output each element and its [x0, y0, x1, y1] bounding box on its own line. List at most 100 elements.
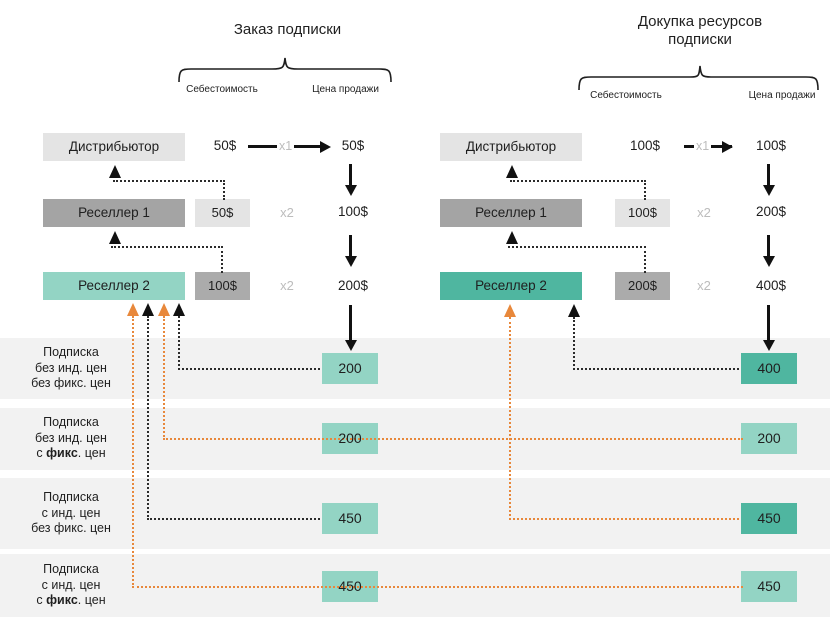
- order-row2-line-h-overlay: [163, 438, 743, 440]
- addon-arrow-2-shaft: [767, 235, 770, 257]
- order-price-2: 100$: [337, 204, 369, 219]
- addon-base-cost: 100$: [629, 138, 661, 153]
- addon-row1-line-h: [573, 368, 743, 370]
- order-feedback-line-2h: [111, 246, 223, 248]
- addon-row2-value: 200: [741, 423, 797, 454]
- addon-feedback-arrow-2-icon: [506, 231, 518, 244]
- order-arrow-1-shaft: [349, 164, 352, 186]
- order-feedback-arrow-1-icon: [109, 165, 121, 178]
- order-row2-value: 200: [338, 430, 362, 446]
- row-label-1-line2: без инд. цен: [35, 360, 107, 375]
- order-price-1: 50$: [341, 138, 365, 153]
- addon-section-title-line2: подписки: [668, 31, 732, 48]
- row-label-2: Подписка без инд. цен с фикс. цен: [0, 415, 142, 462]
- order-arrow-3-shaft: [349, 305, 352, 341]
- row-label-1-line1: Подписка: [43, 345, 99, 359]
- addon-feedback-line-1v: [644, 180, 646, 200]
- row-label-3-line1: Подписка: [43, 490, 99, 504]
- addon-role-distributor: Дистрибьютор: [440, 133, 582, 161]
- row-band-4: [0, 554, 830, 617]
- order-row1-line-v: [178, 316, 180, 370]
- addon-row3-arrow-icon: [504, 304, 516, 317]
- order-base-cost: 50$: [213, 138, 237, 153]
- order-row1-arrow-icon: [173, 303, 185, 316]
- order-multiplier-reseller1: x2: [280, 205, 294, 220]
- order-row1-line-h: [178, 368, 324, 370]
- addon-role-reseller2: Реселлер 2: [440, 272, 582, 300]
- addon-arrow-2-head-icon: [762, 256, 775, 267]
- addon-row4-value: 450: [741, 571, 797, 602]
- addon-row1-arrow-icon: [568, 304, 580, 317]
- row-label-3-line2: с инд. цен: [41, 505, 101, 520]
- row-label-3: Подписка с инд. цен без фикс. цен: [0, 490, 142, 537]
- brace-order-icon: [178, 57, 392, 83]
- order-row2-arrow-icon: [158, 303, 170, 316]
- order-cost-label: Себестоимость: [186, 84, 258, 95]
- order-row1-value: 200: [322, 353, 378, 384]
- addon-cost-label: Себестоимость: [590, 90, 662, 101]
- order-arrow-2-shaft: [349, 235, 352, 257]
- order-row3-line-v: [147, 316, 149, 520]
- row-label-4-line3: с фикс. цен: [36, 593, 106, 607]
- addon-row3-value: 450: [741, 503, 797, 534]
- order-multiplier-reseller2: x2: [280, 278, 294, 293]
- row-label-2-line1: Подписка: [43, 415, 99, 429]
- order-cost-reseller1: 50$: [195, 199, 250, 227]
- order-arrow-2-head-icon: [344, 256, 357, 267]
- addon-price-3: 400$: [755, 278, 787, 293]
- addon-price-1: 100$: [755, 138, 787, 153]
- row-label-1-line3: без фикс. цен: [31, 376, 111, 390]
- addon-base-multiplier: x1: [694, 139, 712, 153]
- addon-feedback-line-2v: [644, 246, 646, 273]
- addon-row3-line-h: [509, 518, 743, 520]
- addon-arrow-1-head-icon: [762, 185, 775, 196]
- addon-feedback-arrow-1-icon: [506, 165, 518, 178]
- brace-addon-icon: [578, 65, 819, 91]
- addon-price-2: 200$: [755, 204, 787, 219]
- order-arrow-3-head-icon: [344, 340, 357, 351]
- order-row3-line-h: [147, 518, 324, 520]
- order-row4-line-h-overlay: [132, 586, 743, 588]
- order-row4-arrow-icon: [127, 303, 139, 316]
- order-row4-value: 450: [338, 578, 362, 594]
- order-price-label: Цена продажи: [312, 84, 379, 95]
- order-section-title: Заказ подписки: [233, 21, 342, 38]
- addon-x1-arrowhead-icon: [722, 140, 733, 153]
- addon-arrow-3-shaft: [767, 305, 770, 341]
- order-row3-value: 450: [322, 503, 378, 534]
- order-price-3: 200$: [337, 278, 369, 293]
- addon-multiplier-reseller1: x2: [697, 205, 711, 220]
- order-cost-reseller2: 100$: [195, 272, 250, 300]
- row-label-3-line3: без фикс. цен: [31, 521, 111, 535]
- addon-row3-line-v: [509, 317, 511, 520]
- addon-section-title-line1: Докупка ресурсов: [637, 13, 763, 30]
- row-label-2-line2: без инд. цен: [35, 430, 107, 445]
- row-label-4-line1: Подписка: [43, 562, 99, 576]
- addon-arrow-3-head-icon: [762, 340, 775, 351]
- order-row2-line-v: [163, 316, 165, 440]
- order-arrow-1-head-icon: [344, 185, 357, 196]
- addon-feedback-line-1h: [510, 180, 646, 182]
- row-label-2-line3: с фикс. цен: [36, 446, 106, 460]
- order-feedback-line-1v: [223, 180, 225, 200]
- order-feedback-arrow-2-icon: [109, 231, 121, 244]
- order-row3-arrow-icon: [142, 303, 154, 316]
- addon-feedback-line-2h: [508, 246, 646, 248]
- order-row4-line-v: [132, 316, 134, 588]
- addon-cost-reseller1: 100$: [615, 199, 670, 227]
- addon-row1-line-v: [573, 317, 575, 370]
- order-role-reseller2: Реселлер 2: [43, 272, 185, 300]
- row-band-3: [0, 478, 830, 549]
- order-base-multiplier: x1: [277, 139, 295, 153]
- row-label-1: Подписка без инд. цен без фикс. цен: [0, 345, 142, 392]
- order-role-distributor: Дистрибьютор: [43, 133, 185, 161]
- addon-role-reseller1: Реселлер 1: [440, 199, 582, 227]
- addon-arrow-1-shaft: [767, 164, 770, 186]
- addon-cost-reseller2: 200$: [615, 272, 670, 300]
- row-label-4: Подписка с инд. цен с фикс. цен: [0, 562, 142, 609]
- order-role-reseller1: Реселлер 1: [43, 199, 185, 227]
- addon-price-label: Цена продажи: [748, 90, 816, 101]
- bracket-group: [178, 57, 819, 91]
- addon-multiplier-reseller2: x2: [697, 278, 711, 293]
